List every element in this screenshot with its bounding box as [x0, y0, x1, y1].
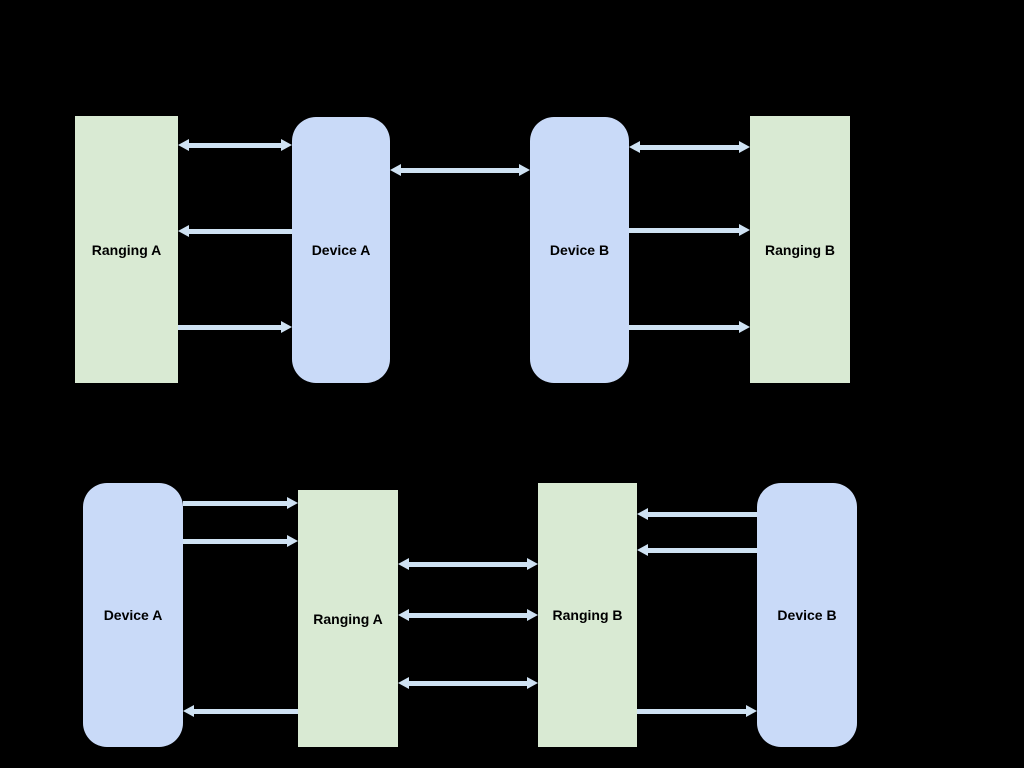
- box-device-a-top: Device A: [292, 117, 390, 383]
- arrow-device-b-to-ranging-b-1-icon: [629, 224, 750, 237]
- box-device-a-bottom: Device A: [83, 483, 183, 747]
- box-ranging-a-top: Ranging A: [75, 116, 178, 383]
- box-device-b-top: Device B: [530, 117, 629, 383]
- arrow-device-a-to-ranging-a-icon: [178, 225, 292, 238]
- box-ranging-b-top: Ranging B: [750, 116, 850, 383]
- box-device-b-bottom: Device B: [757, 483, 857, 747]
- box-label: Ranging B: [765, 241, 835, 258]
- box-label: Ranging A: [91, 241, 162, 258]
- arrow-ranging-a-to-device-a-icon: [178, 321, 292, 334]
- box-ranging-b-bottom: Ranging B: [538, 483, 637, 747]
- arrow-ranging-a-device-a-bidirectional-icon: [178, 139, 292, 152]
- arrow-ranging-a-ranging-b-bidirectional-2-icon: [398, 609, 538, 622]
- arrow-ranging-b-to-device-b-return-icon: [637, 705, 757, 718]
- box-label: Device B: [777, 607, 837, 623]
- arrow-ranging-a-ranging-b-bidirectional-1-icon: [398, 558, 538, 571]
- box-ranging-a-bottom: Ranging A: [298, 490, 398, 747]
- arrow-device-a-to-ranging-a-1-icon: [183, 497, 298, 510]
- box-label: Device A: [103, 607, 163, 623]
- box-label: Ranging A: [313, 610, 383, 627]
- arrow-device-b-to-ranging-b-bottom-1-icon: [637, 508, 757, 521]
- arrow-ranging-a-to-device-a-return-icon: [183, 705, 298, 718]
- arrow-device-a-device-b-bidirectional-icon: [390, 164, 530, 177]
- box-label: Device B: [549, 242, 610, 258]
- arrow-device-b-to-ranging-b-2-icon: [629, 321, 750, 334]
- arrow-ranging-a-ranging-b-bidirectional-3-icon: [398, 677, 538, 690]
- arrow-device-b-to-ranging-b-bottom-2-icon: [637, 544, 757, 557]
- arrow-device-a-to-ranging-a-2-icon: [183, 535, 298, 548]
- box-label: Ranging B: [552, 607, 623, 623]
- arrow-device-b-ranging-b-bidirectional-icon: [629, 141, 750, 154]
- box-label: Device A: [311, 242, 371, 258]
